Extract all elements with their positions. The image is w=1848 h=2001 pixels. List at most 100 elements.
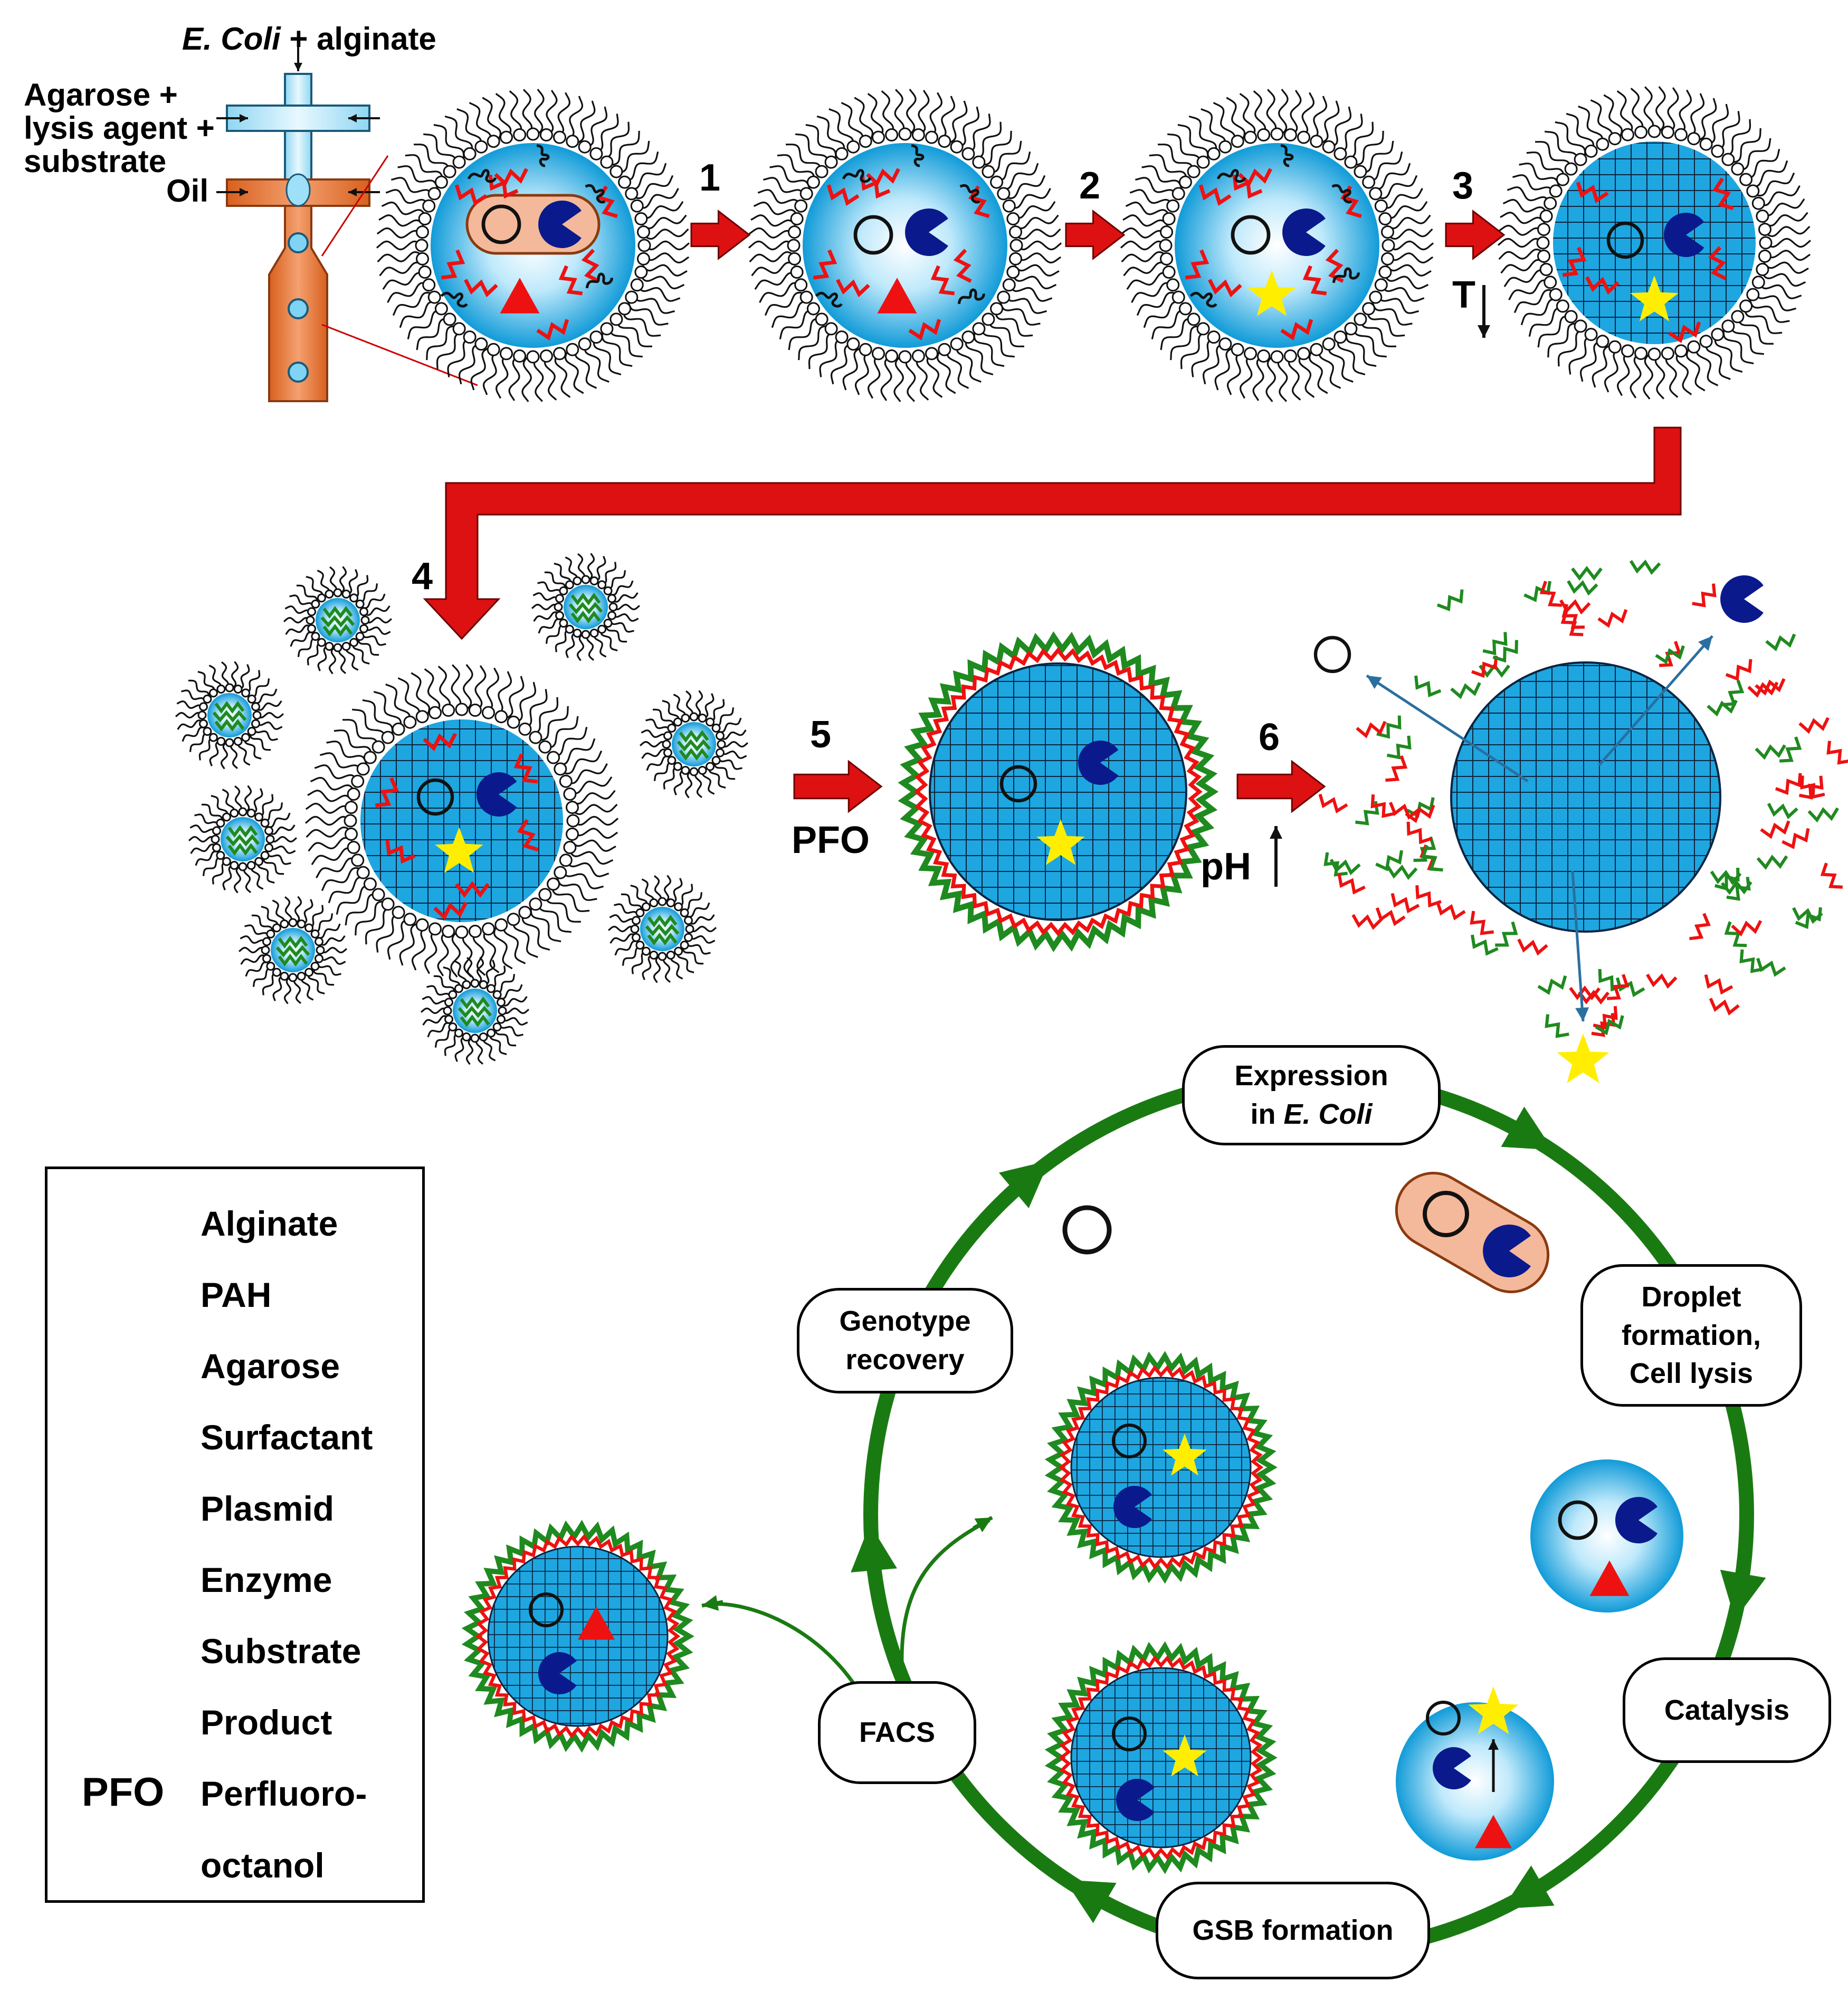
droplet-core: [1175, 143, 1379, 348]
surfactant-tail: [338, 647, 347, 675]
surfactant-head: [1374, 199, 1388, 213]
surfactant-tail: [1722, 329, 1754, 365]
surfactant-head: [225, 738, 234, 747]
surfactant-head: [442, 925, 455, 938]
surfactant-tail: [555, 629, 570, 652]
surfactant-head: [443, 312, 456, 326]
surfactant-head: [581, 630, 590, 639]
plasmid-icon: [999, 765, 1037, 803]
surfactant-tail: [556, 877, 597, 901]
surfactant-tail: [565, 859, 609, 877]
surfactant-head: [347, 841, 360, 854]
surfactant-head: [266, 962, 275, 971]
surfactant-tail: [433, 975, 455, 993]
pah-chain: [1629, 559, 1661, 575]
surfactant-head: [658, 897, 667, 906]
surfactant-head: [529, 731, 542, 744]
surfactant-tail: [1360, 318, 1396, 347]
surfactant-tail: [1151, 309, 1187, 340]
surfactant-tail: [253, 688, 278, 704]
chip-droplet: [288, 362, 309, 383]
gsb-core: [1070, 1377, 1252, 1558]
alginate-chain: [1375, 907, 1406, 926]
surfactant-head: [717, 739, 726, 749]
surfactant-head: [415, 918, 429, 932]
surfactant-head: [938, 343, 951, 356]
surfactant-head: [222, 812, 231, 822]
surfactant-head: [1196, 322, 1210, 336]
surfactant-tail: [595, 556, 606, 582]
surfactant-tail: [557, 92, 570, 138]
surfactant-tail: [798, 325, 828, 361]
surfactant-head: [356, 762, 370, 776]
surfactant-tail: [1744, 148, 1780, 179]
surfactant-head: [1699, 335, 1713, 348]
alginate-chain: [433, 902, 468, 921]
surfactant-head: [1751, 196, 1765, 210]
surfactant-tail: [392, 291, 433, 316]
arrow-head: [1575, 1007, 1589, 1021]
surfactant-head: [1756, 263, 1769, 276]
surfactant-tail: [239, 664, 250, 690]
surfactant-tail: [757, 189, 802, 207]
pah-chain: [1807, 807, 1839, 823]
surfactant-tail: [387, 282, 430, 303]
substrate-icon: [877, 278, 917, 314]
surfactant-head: [1574, 153, 1587, 166]
surfactant-tail: [718, 717, 742, 733]
surfactant-tail: [565, 763, 608, 784]
surfactant-tail: [1167, 133, 1201, 165]
surfactant-head: [1006, 212, 1020, 225]
surfactant-shell: [376, 89, 690, 402]
surfactant-head: [208, 733, 218, 742]
surfactant-tail: [245, 961, 269, 977]
pah-chain: [1375, 850, 1404, 871]
surfactant-tail: [483, 928, 500, 973]
surfactant-head: [1739, 299, 1753, 313]
surfactant-head: [1166, 199, 1180, 213]
plasmid-icon: [529, 1592, 564, 1627]
surfactant-head: [246, 809, 256, 818]
surfactant-head: [304, 968, 314, 977]
surfactant-head: [238, 807, 247, 817]
alginate-chain: [1198, 184, 1232, 206]
surfactant-head: [1537, 249, 1550, 263]
surfactant-head: [297, 972, 306, 981]
surfactant-tail: [1149, 154, 1188, 181]
enzyme-icon: [1433, 1747, 1471, 1789]
surfactant-head: [1270, 127, 1284, 141]
surfactant-head: [1244, 130, 1257, 144]
surfactant-shell: [640, 690, 748, 799]
surfactant-tail: [685, 941, 711, 955]
surfactant-tail: [334, 729, 373, 756]
surfactant-tail: [397, 677, 421, 719]
surfactant-head: [1661, 126, 1674, 139]
surfactant-tail: [1266, 89, 1277, 135]
surfactant-tail: [313, 913, 334, 933]
surfactant-tail: [308, 905, 324, 928]
surfactant-tail: [355, 900, 385, 936]
surfactant-tail: [306, 576, 323, 598]
surfactant-tail: [689, 925, 717, 933]
surfactant-tail: [1754, 172, 1795, 197]
surfactant-tail: [1226, 97, 1246, 140]
surfactant-shell: [421, 956, 529, 1065]
surfactant-tail: [771, 301, 810, 328]
surfactant-tail: [1329, 106, 1352, 148]
enzyme-icon: [1664, 213, 1704, 257]
alginate-chain: [1578, 990, 1610, 1005]
surfactant-tail: [493, 926, 513, 970]
surfactant-head: [1009, 225, 1022, 239]
surfactant-tail: [249, 733, 271, 751]
surfactant-tail: [1500, 212, 1546, 224]
pah-chain: [679, 729, 709, 743]
surfactant-tail: [1519, 163, 1560, 186]
agarose-curl-icon: [959, 184, 980, 204]
product-icon: [435, 827, 483, 873]
surfactant-head: [513, 128, 527, 141]
surfactant-head: [554, 866, 567, 879]
surfactant-tail: [1253, 90, 1266, 136]
cycle-arrowhead: [1064, 1880, 1117, 1923]
arrow-head: [1488, 1739, 1499, 1750]
surfactant-tail: [407, 309, 443, 340]
